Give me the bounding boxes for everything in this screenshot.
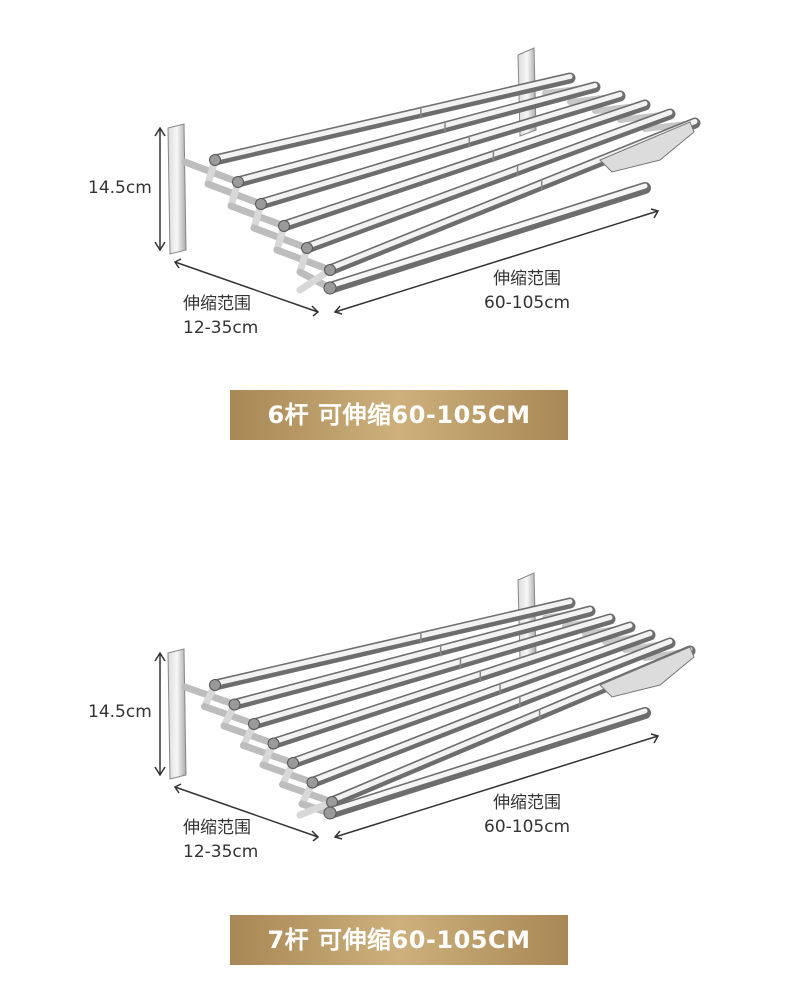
rod-highlight	[304, 110, 673, 249]
width-range-value: 60-105cm	[484, 293, 571, 313]
rod-highlight	[327, 183, 648, 289]
width-arrow-right	[650, 733, 660, 744]
rod-end-cap	[209, 679, 221, 691]
rod-highlight	[290, 631, 653, 764]
rod-end-cap	[323, 281, 337, 295]
depth-arrow-right	[311, 830, 320, 842]
rod-highlight	[212, 74, 573, 161]
product-banner: 7杆 可伸缩60-105CM	[230, 915, 568, 965]
height-arrow-bottom	[154, 241, 166, 252]
rod-end-cap	[232, 176, 244, 188]
rod-end-cap	[209, 154, 221, 166]
width-dimension-line	[334, 735, 659, 838]
rod-highlight	[232, 607, 593, 706]
height-label: 14.5cm	[88, 178, 152, 198]
rod-end-cap	[323, 806, 337, 820]
rod-highlight	[258, 92, 623, 205]
depth-range-title: 伸缩范围	[183, 818, 251, 838]
product-panel-7-rod: 14.5cm 伸缩范围 12-35cm 伸缩范围 60-105cm 7杆 可伸缩…	[0, 525, 790, 1005]
drying-rack-image-6-rod	[154, 47, 701, 317]
width-dimension-line	[334, 210, 659, 313]
width-range-value: 60-105cm	[484, 817, 571, 837]
depth-arrow-right	[311, 305, 320, 317]
scissor-arm	[296, 266, 334, 294]
rod-end-cap	[287, 757, 299, 769]
depth-range-title: 伸缩范围	[183, 294, 251, 314]
rod-end-cap	[267, 737, 280, 750]
rod-highlight	[327, 708, 648, 814]
height-arrow-top	[154, 651, 166, 662]
height-arrow-top	[154, 126, 166, 137]
rod-end-cap	[248, 718, 260, 730]
width-arrow-left	[333, 830, 343, 840]
rod-end-cap	[306, 776, 319, 789]
width-range-label: 伸缩范围 60-105cm	[484, 267, 570, 315]
width-range-title: 伸缩范围	[493, 269, 562, 289]
height-arrow-bottom	[154, 766, 166, 777]
width-arrow-right	[650, 208, 660, 219]
depth-arrow-left	[173, 783, 182, 794]
rod-highlight	[310, 639, 673, 784]
rod-highlight	[212, 599, 573, 686]
depth-dimension-line	[174, 786, 319, 838]
front-wall-bracket	[167, 123, 187, 255]
product-banner: 6杆 可伸缩60-105CM	[230, 390, 568, 440]
depth-range-label: 伸缩范围 12-35cm	[183, 292, 258, 340]
depth-range-label: 伸缩范围 12-35cm	[183, 816, 258, 864]
height-label: 14.5cm	[88, 702, 152, 722]
end-bracket	[599, 646, 695, 698]
rod-end-cap	[255, 198, 267, 210]
depth-dimension-line	[174, 261, 319, 313]
depth-range-value: 12-35cm	[183, 318, 259, 338]
end-bracket	[599, 121, 695, 173]
drying-rack-image-7-rod	[154, 572, 696, 842]
rod-highlight	[281, 101, 648, 227]
rod-highlight	[271, 623, 633, 745]
front-wall-bracket	[167, 648, 187, 780]
depth-arrow-left	[173, 258, 182, 269]
width-arrow-left	[333, 305, 343, 315]
rod-end-cap	[278, 220, 290, 232]
width-range-label: 伸缩范围 60-105cm	[484, 791, 570, 839]
rod-highlight	[235, 83, 598, 183]
depth-range-value: 12-35cm	[183, 842, 259, 862]
product-panel-6-rod: 14.5cm 伸缩范围 12-35cm 伸缩范围 60-105cm 6杆 可伸缩…	[0, 0, 790, 480]
rod-highlight	[251, 615, 613, 725]
rod-end-cap	[324, 264, 336, 276]
rod-end-cap	[301, 242, 313, 254]
rod-end-cap	[228, 698, 241, 711]
width-range-title: 伸缩范围	[493, 793, 562, 813]
